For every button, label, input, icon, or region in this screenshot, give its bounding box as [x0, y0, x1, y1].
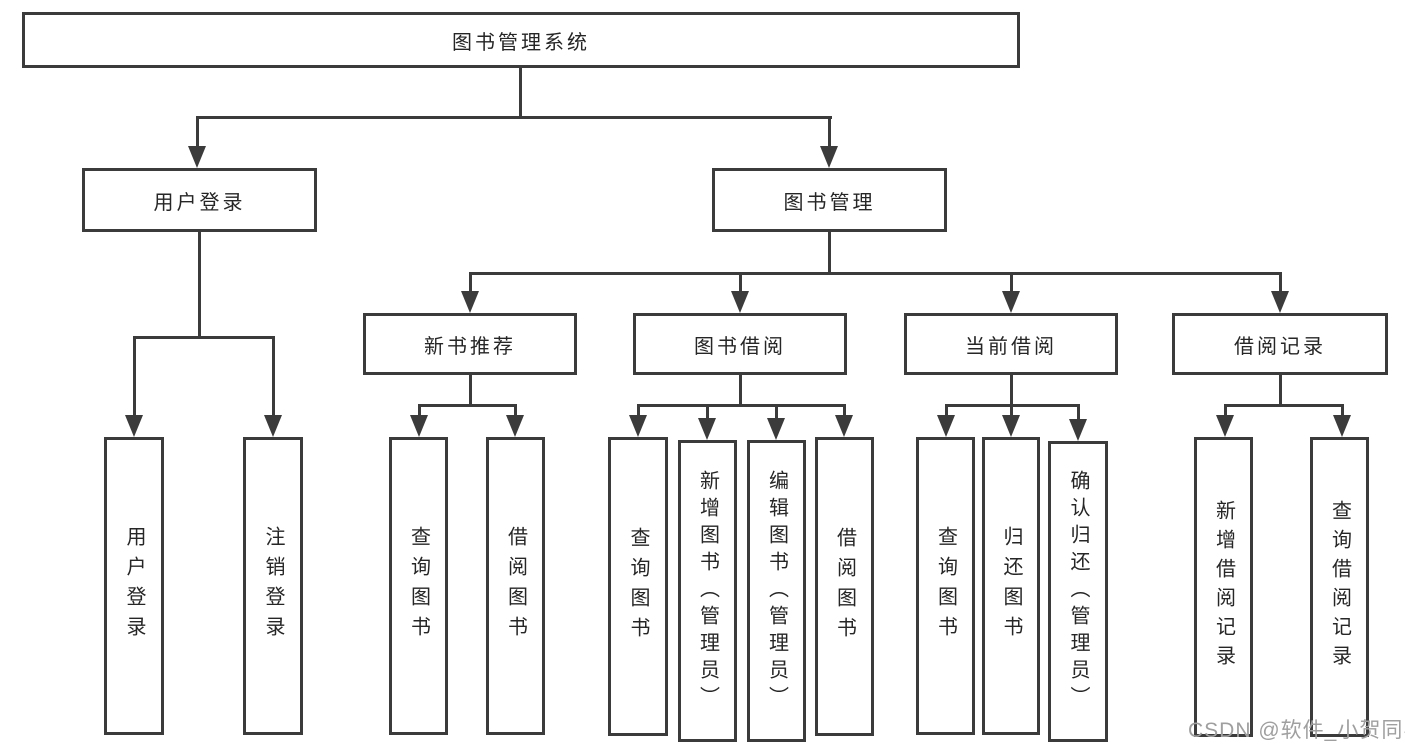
arrowhead-cb-query [937, 415, 955, 437]
arrowhead-book-mgmt [820, 146, 838, 168]
connector-bb-stem [738, 375, 742, 406]
connector-cb-stem [1009, 375, 1013, 406]
leaf-logout: 注销登录 [243, 437, 303, 735]
leaf-bb-query-book: 查询图书 [608, 437, 668, 736]
arrowhead-book-borrow [731, 291, 749, 313]
node-root: 图书管理系统 [22, 12, 1020, 68]
leaf-rec-query-book: 查询图书 [389, 437, 448, 735]
arrowhead-current-borrow [1002, 291, 1020, 313]
leaf-cb-confirm-return-admin: 确认归还（管理员） [1048, 441, 1108, 742]
connector-drop-leaf-user-login [132, 338, 136, 415]
connector-drop-cb-query [944, 406, 948, 415]
connector-drop-book-mgmt [827, 118, 831, 146]
connector-drop-bb-edit [774, 406, 778, 418]
connector-root-stem [518, 68, 522, 119]
csdn-watermark: CSDN @软件_小贺同学 [1188, 719, 1405, 742]
node-new-book-recommend: 新书推荐 [363, 313, 577, 375]
arrowhead-rec-query [410, 415, 428, 437]
leaf-br-query-record: 查询借阅记录 [1310, 437, 1369, 737]
leaf-cb-return-book: 归还图书 [982, 437, 1040, 735]
leaf-br-add-record: 新增借阅记录 [1194, 437, 1253, 737]
connector-drop-rec-borrow [513, 406, 517, 415]
connector-user-stem [197, 232, 201, 336]
arrowhead-new-book-rec [461, 291, 479, 313]
leaf-rec-borrow-book: 借阅图书 [486, 437, 545, 735]
arrowhead-bb-query [629, 415, 647, 437]
node-borrow-record: 借阅记录 [1172, 313, 1388, 375]
connector-br-stem [1278, 375, 1282, 406]
leaf-bb-add-book-admin: 新增图书（管理员） [678, 440, 737, 742]
connector-level2-bar [195, 116, 832, 119]
connector-user-bar [132, 336, 275, 339]
connector-rec-bar [417, 404, 517, 407]
connector-drop-bb-add [705, 406, 709, 418]
connector-drop-current-borrow [1009, 274, 1013, 291]
connector-cb-bar [944, 404, 1080, 407]
arrowhead-br-add [1216, 415, 1234, 437]
connector-br-bar [1223, 404, 1344, 407]
arrowhead-leaf-logout [264, 415, 282, 437]
connector-drop-bb-borrow [842, 406, 846, 415]
arrowhead-bb-borrow [835, 415, 853, 437]
arrowhead-leaf-user-login [125, 415, 143, 437]
connector-drop-new-book-rec [468, 274, 472, 291]
leaf-user-login: 用户登录 [104, 437, 164, 735]
arrowhead-cb-return [1002, 415, 1020, 437]
leaf-cb-query-book: 查询图书 [916, 437, 975, 735]
connector-bb-bar [636, 404, 846, 407]
connector-drop-cb-confirm [1076, 406, 1080, 419]
arrowhead-bb-add [698, 418, 716, 440]
connector-level3-bar [468, 272, 1282, 275]
leaf-bb-edit-book-admin: 编辑图书（管理员） [747, 440, 806, 742]
connector-rec-stem [468, 375, 472, 406]
arrowhead-bb-edit [767, 418, 785, 440]
node-book-management: 图书管理 [712, 168, 947, 232]
arrowhead-user-login [188, 146, 206, 168]
node-current-borrow: 当前借阅 [904, 313, 1118, 375]
node-book-borrow: 图书借阅 [633, 313, 847, 375]
connector-drop-borrow-record [1278, 274, 1282, 291]
connector-drop-bb-query [636, 406, 640, 415]
connector-drop-br-add [1223, 406, 1227, 415]
arrowhead-borrow-record [1271, 291, 1289, 313]
connector-drop-cb-return [1009, 406, 1013, 415]
arrowhead-rec-borrow [506, 415, 524, 437]
connector-drop-user-login [195, 118, 199, 146]
connector-drop-book-borrow [738, 274, 742, 291]
arrowhead-cb-confirm [1069, 419, 1087, 441]
leaf-bb-borrow-book: 借阅图书 [815, 437, 874, 736]
connector-mgmt-stem [827, 232, 831, 274]
connector-drop-br-query [1340, 406, 1344, 415]
connector-drop-rec-query [417, 406, 421, 415]
connector-drop-leaf-logout [271, 338, 275, 415]
node-user-login: 用户登录 [82, 168, 317, 232]
arrowhead-br-query [1333, 415, 1351, 437]
